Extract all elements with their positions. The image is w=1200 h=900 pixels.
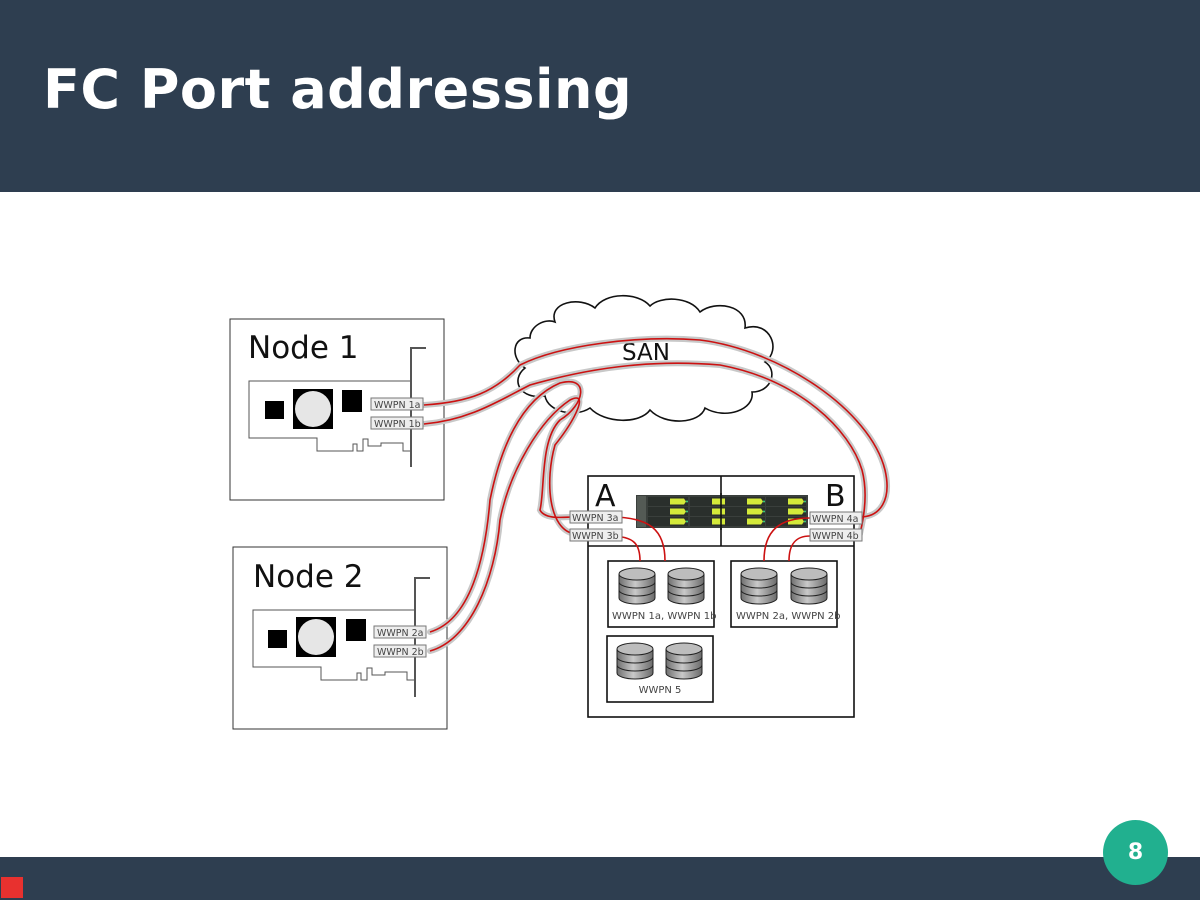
controller-a-label: A	[595, 479, 616, 514]
node-1-label: Node 1	[248, 330, 358, 366]
svg-text:WWPN 2a: WWPN 2a	[377, 628, 424, 639]
disk-icon	[790, 567, 828, 605]
disk-icon	[740, 567, 778, 605]
port-4b: WWPN 4b	[809, 528, 863, 542]
slide-title: FC Port addressing	[43, 58, 633, 121]
port-3a: WWPN 3a	[569, 510, 623, 524]
svg-text:WWPN 1a: WWPN 1a	[374, 400, 421, 411]
controller-b-label: B	[825, 479, 846, 514]
svg-text:WWPN 4a: WWPN 4a	[812, 514, 859, 525]
svg-text:WWPN 1b: WWPN 1b	[374, 419, 421, 430]
cable-1b	[423, 362, 866, 535]
lun-group-2-label: WWPN 2a, WWPN 2b	[736, 611, 841, 622]
lun-group-3: WWPN 5	[606, 635, 714, 703]
disk-icon	[618, 567, 656, 605]
lun-group-3-label: WWPN 5	[639, 685, 682, 696]
disk-enclosure-icon	[636, 493, 808, 530]
node-2-label: Node 2	[253, 559, 363, 595]
node-1: Node 1	[229, 318, 445, 501]
svg-text:WWPN 3a: WWPN 3a	[572, 513, 619, 524]
svg-text:WWPN 4b: WWPN 4b	[812, 531, 859, 542]
page-number-badge: 8	[1103, 820, 1168, 885]
slide-footer	[0, 857, 1200, 900]
port-3b: WWPN 3b	[569, 528, 623, 542]
cable-4b-lun	[788, 535, 811, 562]
port-1a: WWPN 1a	[370, 397, 424, 411]
disk-icon	[665, 642, 703, 680]
fc-cables	[423, 337, 888, 652]
svg-text:WWPN 2b: WWPN 2b	[377, 647, 424, 658]
cable-2b	[429, 397, 581, 652]
cable-4a-lun	[763, 517, 811, 562]
lun-group-2: WWPN 2a, WWPN 2b	[730, 560, 841, 628]
disk-icon	[616, 642, 654, 680]
lun-group-1-label: WWPN 1a, WWPN 1b	[612, 611, 717, 622]
port-2a: WWPN 2a	[373, 625, 427, 639]
port-2b: WWPN 2b	[373, 644, 427, 658]
hba-card-icon	[248, 347, 426, 467]
svg-text:WWPN 3b: WWPN 3b	[572, 531, 619, 542]
cable-1a	[423, 337, 888, 518]
port-4a: WWPN 4a	[809, 511, 863, 525]
footer-logo-mark	[1, 877, 23, 898]
port-1b: WWPN 1b	[370, 416, 424, 430]
cable-2a	[429, 380, 582, 633]
slide-header	[0, 0, 1200, 192]
lun-group-1: WWPN 1a, WWPN 1b	[607, 560, 717, 628]
disk-icon	[667, 567, 705, 605]
